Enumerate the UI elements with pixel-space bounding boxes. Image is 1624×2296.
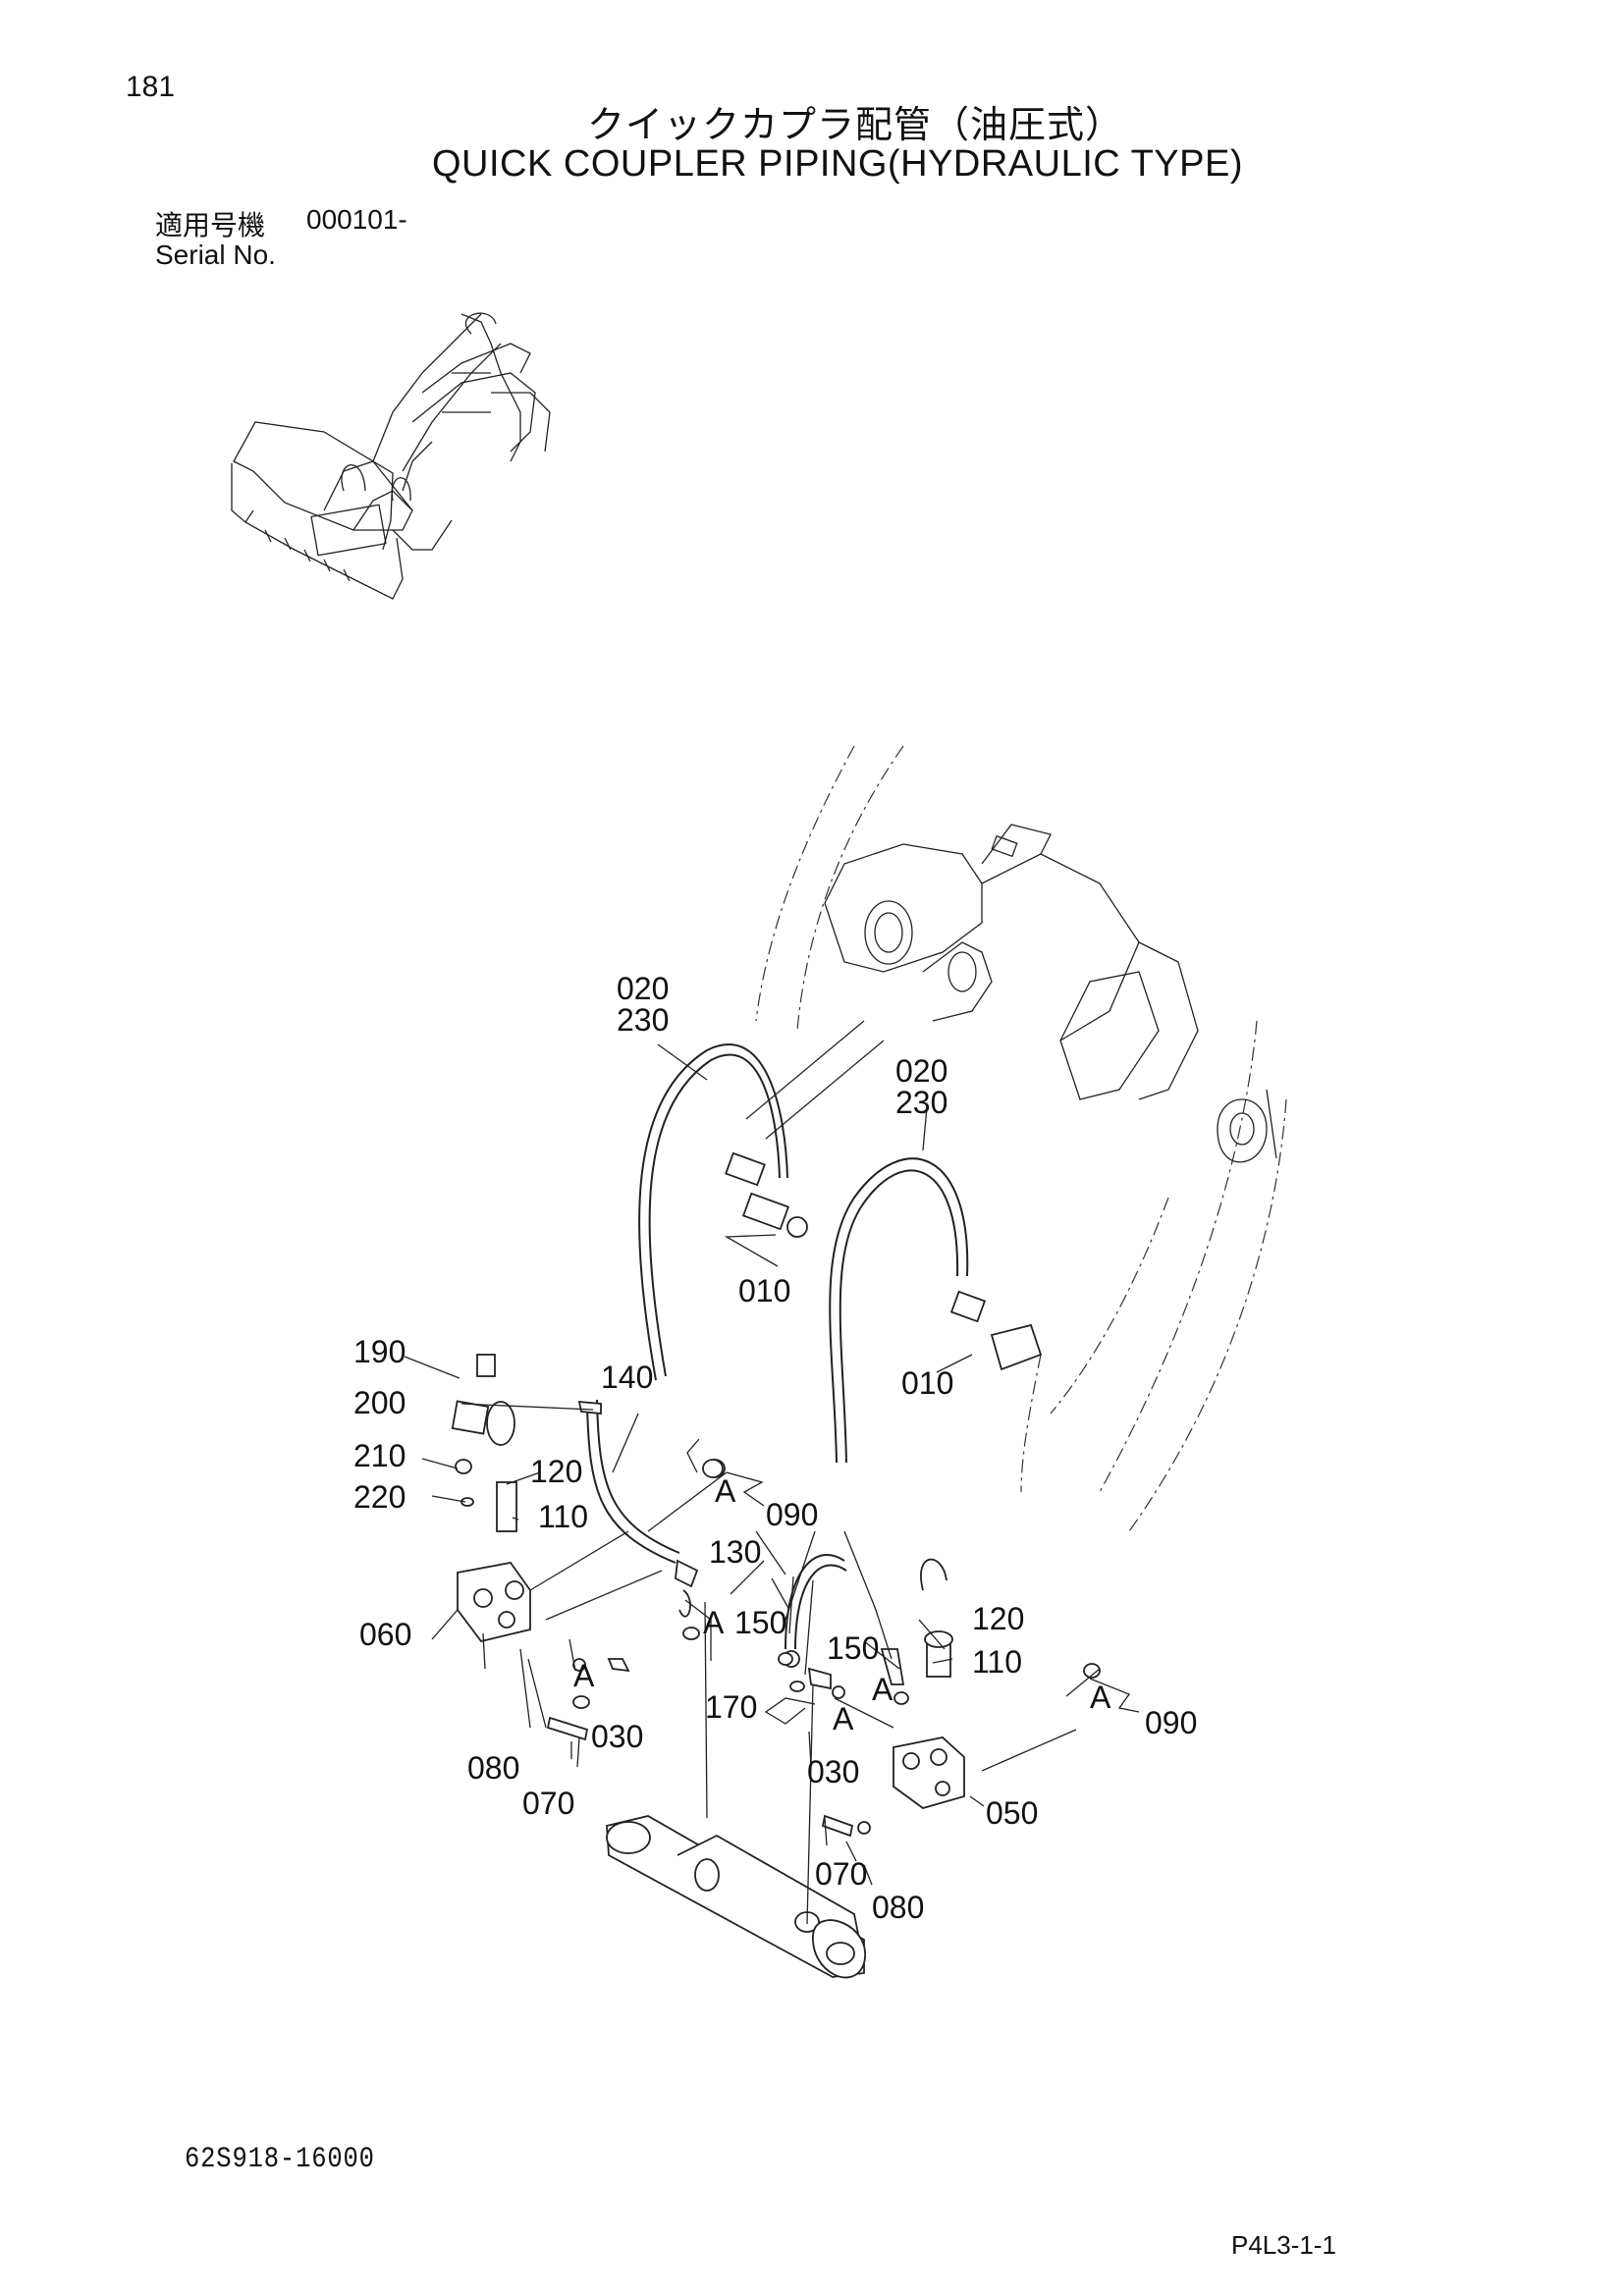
callout-A-mid: A [703, 1605, 725, 1640]
callout-090-right: 090 [1145, 1705, 1197, 1740]
callout-120-right: 120 [972, 1601, 1024, 1636]
callout-190: 190 [353, 1334, 406, 1369]
serial-label-japanese: 適用号機 [155, 209, 266, 241]
callout-A-right: A [1090, 1680, 1111, 1715]
page-title-japanese: クイックカプラ配管（油圧式） [587, 103, 1124, 146]
serial-number-value: 000101- [306, 204, 407, 235]
callout-050: 050 [986, 1795, 1038, 1831]
callout-170: 170 [705, 1689, 757, 1725]
callout-A-upper: A [715, 1473, 736, 1509]
callout-140: 140 [601, 1360, 653, 1395]
callout-110-right: 110 [972, 1644, 1022, 1680]
callout-080-left: 080 [467, 1750, 519, 1786]
callout-070-right: 070 [815, 1856, 867, 1892]
callout-060: 060 [359, 1617, 411, 1652]
callout-070-left: 070 [522, 1786, 574, 1821]
page-title-english: QUICK COUPLER PIPING(HYDRAULIC TYPE) [432, 143, 1244, 185]
callout-A-small-left: A [573, 1658, 595, 1693]
page-number: 181 [126, 71, 176, 103]
callout-200: 200 [353, 1385, 406, 1420]
callout-030-right: 030 [807, 1754, 859, 1789]
callout-230-right: 230 [895, 1085, 947, 1120]
hoses [586, 1043, 969, 1650]
callout-110-left: 110 [538, 1499, 588, 1534]
serial-label-english: Serial No. [155, 240, 276, 270]
callout-020-right: 020 [895, 1053, 947, 1089]
callout-150-left: 150 [734, 1605, 786, 1640]
callout-020-upper: 020 [617, 971, 669, 1006]
callout-010-upper: 010 [738, 1273, 790, 1308]
callout-labels: 020 230 020 230 010 010 190 140 200 210 … [353, 971, 1197, 1925]
boom-frame-outline [745, 745, 1287, 1532]
callout-A-small-right: A [872, 1672, 893, 1707]
callout-090-upper: 090 [766, 1497, 818, 1532]
fittings [451, 1151, 1101, 1838]
callout-150-right: 150 [827, 1630, 879, 1666]
callout-130: 130 [709, 1534, 761, 1570]
page-reference: P4L3-1-1 [1231, 2230, 1336, 2260]
callout-010-right: 010 [901, 1365, 953, 1401]
document-code: 62S918-16000 [185, 2143, 375, 2176]
callout-210: 210 [353, 1438, 406, 1473]
callout-230-upper: 230 [617, 1002, 669, 1038]
callout-120-left: 120 [530, 1454, 582, 1489]
callout-A-under-170: A [833, 1701, 854, 1736]
callout-220: 220 [353, 1479, 406, 1515]
coupler-cylinder [606, 1815, 867, 1979]
leader-lines [404, 1043, 1140, 1925]
loader-overview-drawing [231, 312, 551, 600]
callout-030-left: 030 [591, 1719, 643, 1754]
callout-080-right: 080 [872, 1890, 924, 1925]
